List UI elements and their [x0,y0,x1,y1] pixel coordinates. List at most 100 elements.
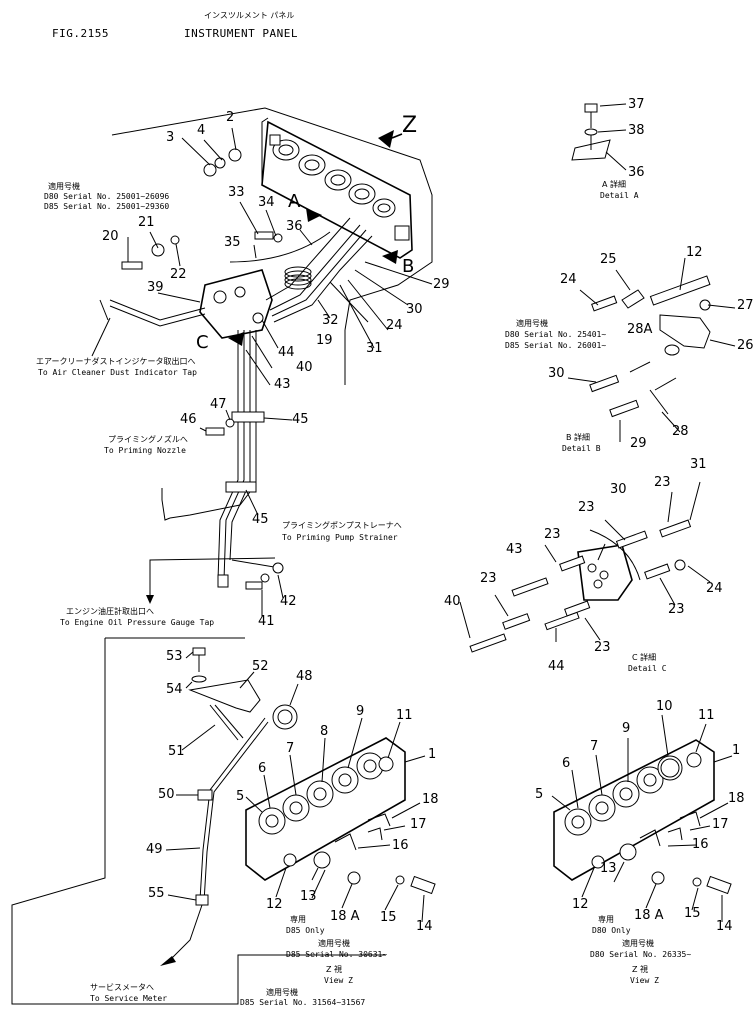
callout-10: 10 [656,699,673,714]
callout-1a: 1 [428,747,437,762]
callout-18a: 18 [422,792,439,807]
serial-b-d80: D80 Serial No. 25401~ [505,330,607,339]
callout-40b: 40 [444,594,461,609]
callout-51: 51 [168,744,185,759]
callout-36b: 36 [628,165,645,180]
callout-13b: 13 [600,861,617,876]
callout-2: 2 [226,110,235,125]
callout-30: 30 [406,302,423,317]
callout-24b: 24 [560,272,577,287]
callout-5b: 5 [535,787,544,802]
detail-a-jp: A 詳細 [602,180,627,189]
callout-45b: 45 [252,512,269,527]
callout-17b: 17 [712,817,729,832]
view-letter-a: A [288,191,301,212]
serial-top-jp: 適用号機 [48,182,80,191]
callout-16a: 16 [392,838,409,853]
detail-b-jp: B 詳細 [566,433,591,442]
callout-22: 22 [170,267,187,282]
callout-18b: 18 [728,791,745,806]
callout-9a: 9 [356,704,365,719]
callout-43: 43 [274,377,291,392]
callout-23d: 23 [480,571,497,586]
serial-bottom-d85: D85 Serial No. 31564~31567 [240,998,366,1007]
callout-28A: 28A [627,322,653,337]
callout-25: 25 [600,252,617,267]
detail-c-jp: C 詳細 [632,653,657,662]
callout-50: 50 [158,787,175,802]
callout-42: 42 [280,594,297,609]
serial-z2-d80: D80 Serial No. 26335~ [590,950,692,959]
page-title: INSTRUMENT PANEL [184,27,298,40]
d80-only-jp: 専用 [598,915,614,924]
callout-38: 38 [628,123,645,138]
callout-48: 48 [296,669,313,684]
view-letter-z: Z [402,113,418,138]
figure-number: FIG.2155 [52,27,109,40]
detail-a-en: Detail A [600,191,639,200]
callout-19: 19 [316,333,333,348]
callout-32: 32 [322,313,339,328]
callout-54: 54 [166,682,183,697]
callout-34: 34 [258,195,275,210]
d85-only-en: D85 Only [286,926,325,935]
note-air-jp: エアークリーナダストインジケータ取出口へ [36,357,196,366]
note-service-en: To Service Meter [90,994,168,1003]
callout-14b: 14 [716,919,733,934]
serial-top-d80: D80 Serial No. 25001~26096 [44,192,170,201]
callout-17a: 17 [410,817,427,832]
serial-z1-d85: D85 Serial No. 30631~ [286,950,388,959]
note-strainer-en: To Priming Pump Strainer [282,533,398,542]
callout-5a: 5 [236,789,245,804]
view-letter-b: B [402,256,415,277]
callout-37: 37 [628,97,645,112]
detail-c-drawing [459,481,711,653]
view-z-right-drawing [551,714,733,922]
callout-12b: 12 [266,897,283,912]
callout-23b: 23 [578,500,595,515]
callout-55: 55 [148,886,165,901]
serial-top-d85: D85 Serial No. 25001~29360 [44,202,170,211]
callout-23a: 23 [654,475,671,490]
callout-41: 41 [258,614,275,629]
view-letter-c: C [196,332,209,353]
callout-11b: 11 [698,708,715,723]
title-japanese: インスツルメント パネル [204,11,295,20]
serial-z2-jp: 適用号機 [622,939,654,948]
callout-7a: 7 [286,741,295,756]
detail-b-drawing [567,257,736,442]
view-z-left-jp: Z 視 [326,965,343,974]
callout-33: 33 [228,185,245,200]
callout-13a: 13 [300,889,317,904]
note-nozzle-en: To Priming Nozzle [104,446,186,455]
callout-31: 31 [366,341,383,356]
service-meter-frame [11,637,386,1005]
callout-30c: 30 [610,482,627,497]
callout-6a: 6 [258,761,267,776]
note-strainer-jp: プライミングポンプストレーナへ [282,521,402,530]
callout-24c: 24 [706,581,723,596]
callout-12c: 12 [572,897,589,912]
callout-29: 29 [433,277,450,292]
serial-b-d85: D85 Serial No. 26001~ [505,341,607,350]
serial-bottom-jp: 適用号機 [266,988,298,997]
detail-c-en: Detail C [628,664,667,673]
callout-45: 45 [292,412,309,427]
main-assembly [91,107,433,617]
callout-3: 3 [166,130,175,145]
callout-44: 44 [278,345,295,360]
note-air-en: To Air Cleaner Dust Indicator Tap [38,368,197,377]
callout-15a: 15 [380,910,397,925]
callout-16b: 16 [692,837,709,852]
callout-52: 52 [252,659,269,674]
callout-28: 28 [672,424,689,439]
callout-30b: 30 [548,366,565,381]
callout-23e: 23 [668,602,685,617]
d85-only-jp: 専用 [290,915,306,924]
note-oil-en: To Engine Oil Pressure Gauge Tap [60,618,215,627]
callout-23c: 23 [544,527,561,542]
callout-21: 21 [138,215,155,230]
callout-18A-left: 18 A [330,909,360,924]
callout-31b: 31 [690,457,707,472]
callout-43b: 43 [506,542,523,557]
